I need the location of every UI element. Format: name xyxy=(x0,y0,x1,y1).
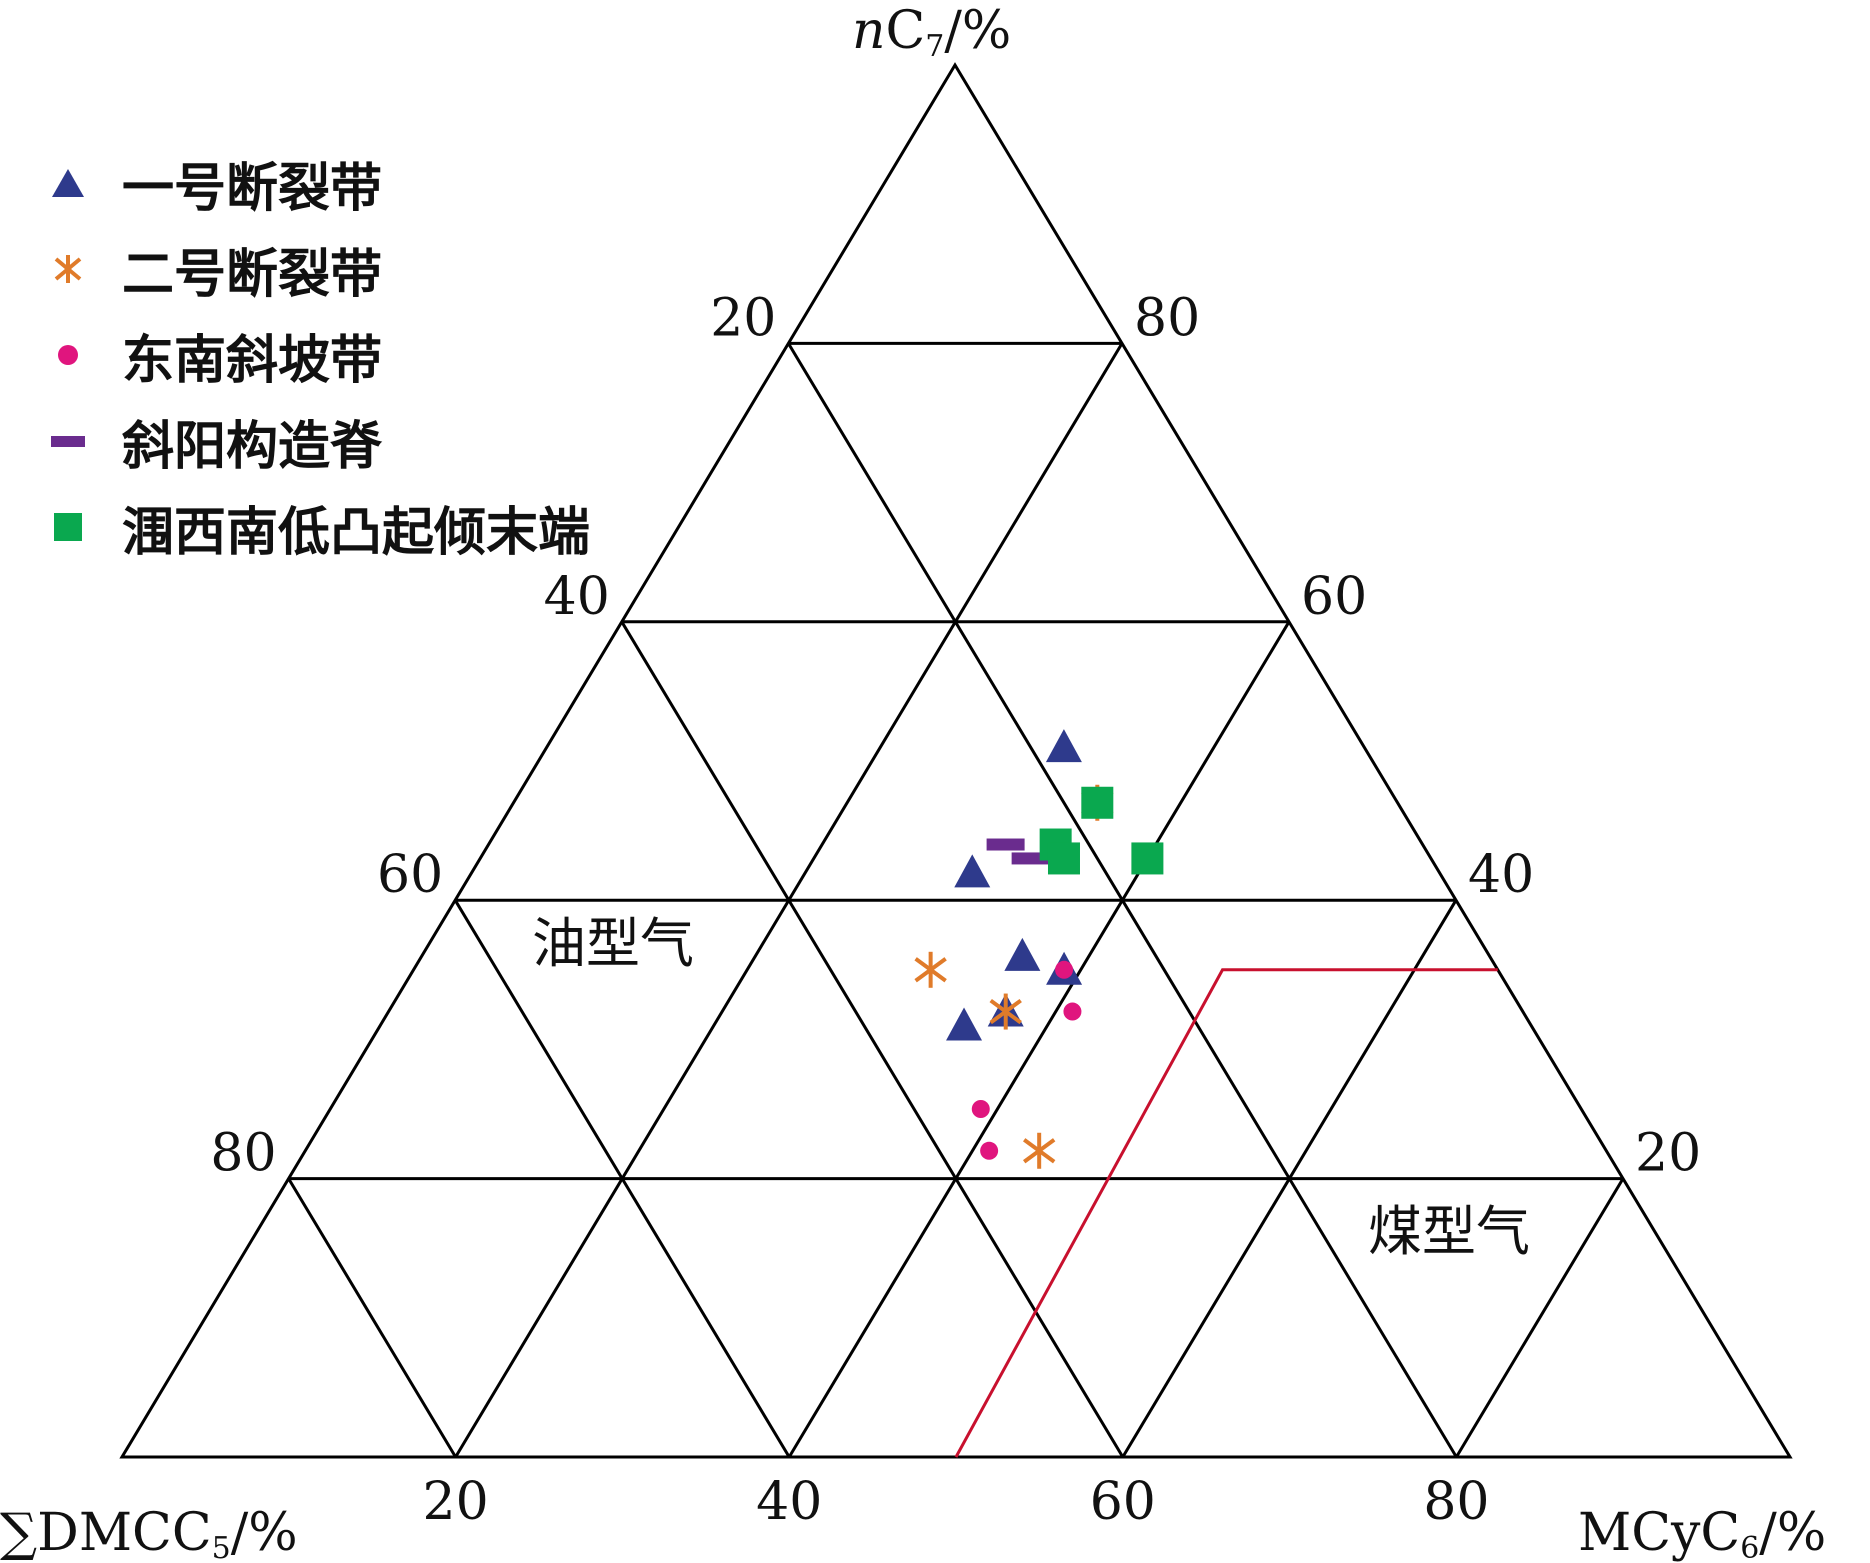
region-labels: 油型气 煤型气 xyxy=(532,912,1530,1263)
legend: 一号断裂带 二号断裂带 东南斜坡带 斜阳构造脊 涠西南低凸起倾末端 xyxy=(40,140,590,570)
ternary-grid xyxy=(119,62,1793,1459)
axis-title-top: nC7/% xyxy=(852,1,1011,64)
legend-label: 斜阳构造脊 xyxy=(122,415,383,477)
tick-labels: 20 20 20 40 40 40 60 60 60 80 80 80 xyxy=(210,288,1701,1532)
legend-item-5: 涠西南低凸起倾末端 xyxy=(40,484,590,570)
point-circle xyxy=(980,1141,999,1160)
point-asterisk xyxy=(914,951,947,988)
gridline-dmcc5 xyxy=(453,899,791,1458)
point-dash xyxy=(986,838,1025,851)
asterisk-icon xyxy=(40,241,96,297)
tick-label-bottom: 60 xyxy=(1090,1472,1156,1532)
region-label-oil: 油型气 xyxy=(532,912,694,975)
tick-label-bottom: 20 xyxy=(423,1472,489,1532)
legend-label: 涠西南低凸起倾末端 xyxy=(122,501,591,563)
tick-label-left: 60 xyxy=(377,845,443,905)
tick-label-left: 40 xyxy=(544,567,610,627)
point-square xyxy=(1131,842,1164,875)
data-points xyxy=(914,729,1164,1169)
axis-titles: nC7/% ∑DMCC5/% MCyC6/% xyxy=(0,1,1826,1563)
legend-item-4: 斜阳构造脊 xyxy=(40,398,590,484)
tick-label-right: 80 xyxy=(1134,288,1200,348)
tick-label-right: 40 xyxy=(1468,845,1534,905)
tick-label-bottom: 80 xyxy=(1423,1472,1489,1532)
circle-icon xyxy=(40,327,96,383)
point-square xyxy=(1081,786,1114,819)
point-triangle xyxy=(954,854,991,888)
point-triangle xyxy=(1045,729,1082,763)
gridline-mcyc6 xyxy=(1121,899,1458,1458)
point-asterisk xyxy=(989,993,1022,1030)
tick-label-right: 60 xyxy=(1301,567,1367,627)
point-circle xyxy=(1063,1002,1082,1021)
legend-item-3: 东南斜坡带 xyxy=(40,312,590,398)
legend-label: 东南斜坡带 xyxy=(122,329,383,391)
square-icon xyxy=(40,499,96,555)
gridline-mcyc6 xyxy=(1455,1177,1625,1458)
point-triangle xyxy=(946,1007,983,1041)
legend-label: 二号断裂带 xyxy=(122,243,383,305)
tick-label-left: 80 xyxy=(210,1124,276,1184)
dash-icon xyxy=(40,413,96,469)
legend-item-2: 二号断裂带 xyxy=(40,226,590,312)
axis-title-left: ∑DMCC5/% xyxy=(0,1503,298,1563)
axis-title-right: MCyC6/% xyxy=(1578,1503,1826,1563)
tick-label-right: 20 xyxy=(1635,1124,1701,1184)
region-label-coal: 煤型气 xyxy=(1368,1200,1530,1263)
point-circle xyxy=(1055,960,1074,979)
gridline-dmcc5 xyxy=(620,621,1125,1458)
legend-label: 一号断裂带 xyxy=(122,157,383,219)
point-square xyxy=(1047,842,1080,875)
gridline-dmcc5 xyxy=(287,1177,457,1458)
point-triangle xyxy=(1004,937,1041,971)
point-circle xyxy=(971,1100,990,1118)
gridline-mcyc6 xyxy=(787,621,1291,1458)
tick-label-left: 20 xyxy=(710,288,776,348)
boundary-polyline xyxy=(954,968,1498,1458)
tick-label-bottom: 40 xyxy=(756,1472,822,1532)
triangle-icon xyxy=(40,155,96,211)
point-asterisk xyxy=(1022,1132,1056,1169)
legend-item-1: 一号断裂带 xyxy=(40,140,590,226)
boundary-line xyxy=(954,968,1498,1458)
